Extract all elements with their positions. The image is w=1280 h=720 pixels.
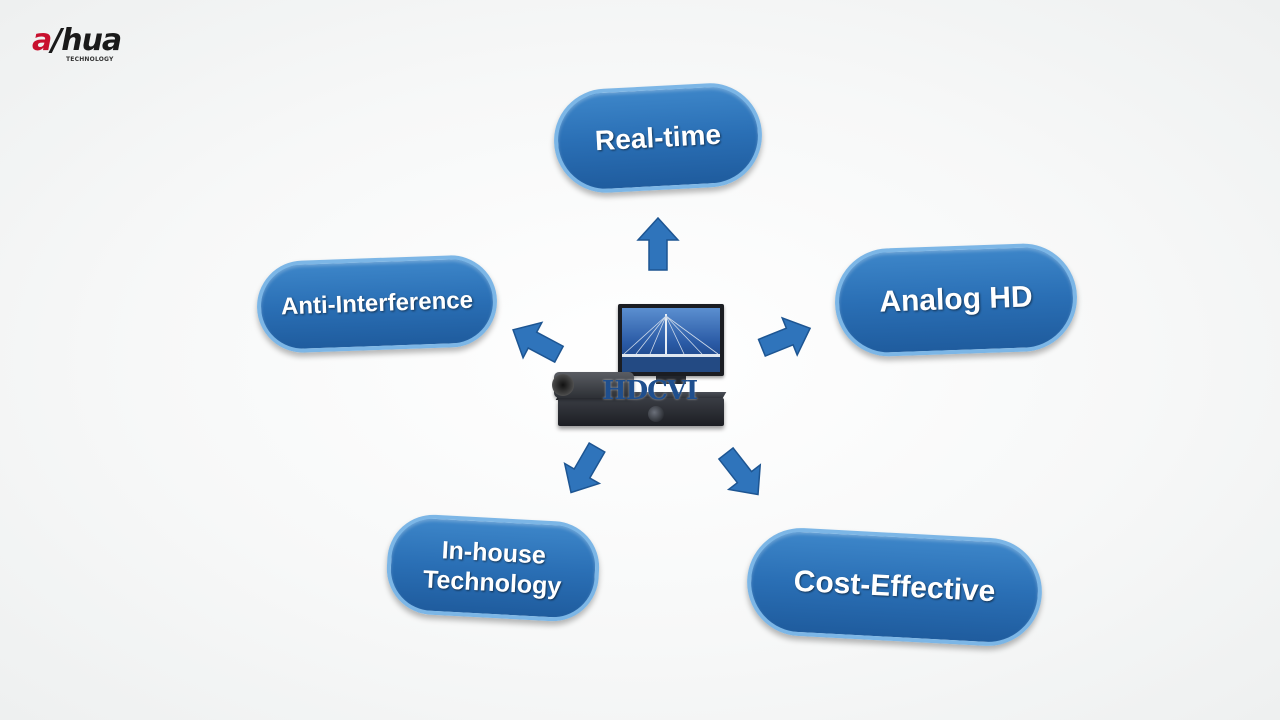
bubble-cost-effective-label: Cost-Effective	[792, 564, 997, 609]
down-right-arrow-icon	[707, 438, 776, 509]
logo-wordmark: a/hua	[32, 23, 122, 58]
bridge-scene	[622, 314, 720, 372]
dvr-recorder	[558, 398, 724, 426]
bubble-real-time: Real-time	[551, 80, 765, 196]
camera-image	[552, 372, 634, 398]
bubble-in-house-technology: In-house Technology	[384, 512, 602, 624]
hdcvi-label: HDCVI	[602, 376, 698, 406]
bubble-analog-hd: Analog HD	[833, 241, 1079, 359]
dvr-knob	[648, 406, 664, 422]
left-arrow-icon	[501, 309, 571, 374]
bubble-real-time-label: Real-time	[594, 118, 722, 157]
down-left-arrow-icon	[551, 435, 617, 505]
right-arrow-icon	[752, 307, 820, 369]
bubble-anti-interference: Anti-Interference	[255, 253, 499, 355]
hdcvi-device-illustration: HDCVI	[552, 300, 728, 432]
monitor-image	[618, 304, 724, 376]
dahua-logo: a/hua TECHNOLOGY	[32, 24, 172, 68]
camera-lens	[552, 374, 574, 396]
bubble-analog-hd-label: Analog HD	[878, 280, 1034, 319]
logo-letters-hua: hua	[61, 23, 122, 58]
monitor-screen	[622, 308, 720, 372]
logo-letter-a: a	[32, 23, 52, 58]
bubble-in-house-line2: Technology	[422, 565, 563, 601]
bubble-cost-effective: Cost-Effective	[744, 525, 1045, 649]
up-arrow-icon	[636, 216, 680, 272]
monitor-stand	[656, 376, 686, 384]
logo-subtitle: TECHNOLOGY	[66, 56, 114, 63]
bubble-anti-interference-label: Anti-Interference	[280, 286, 474, 321]
